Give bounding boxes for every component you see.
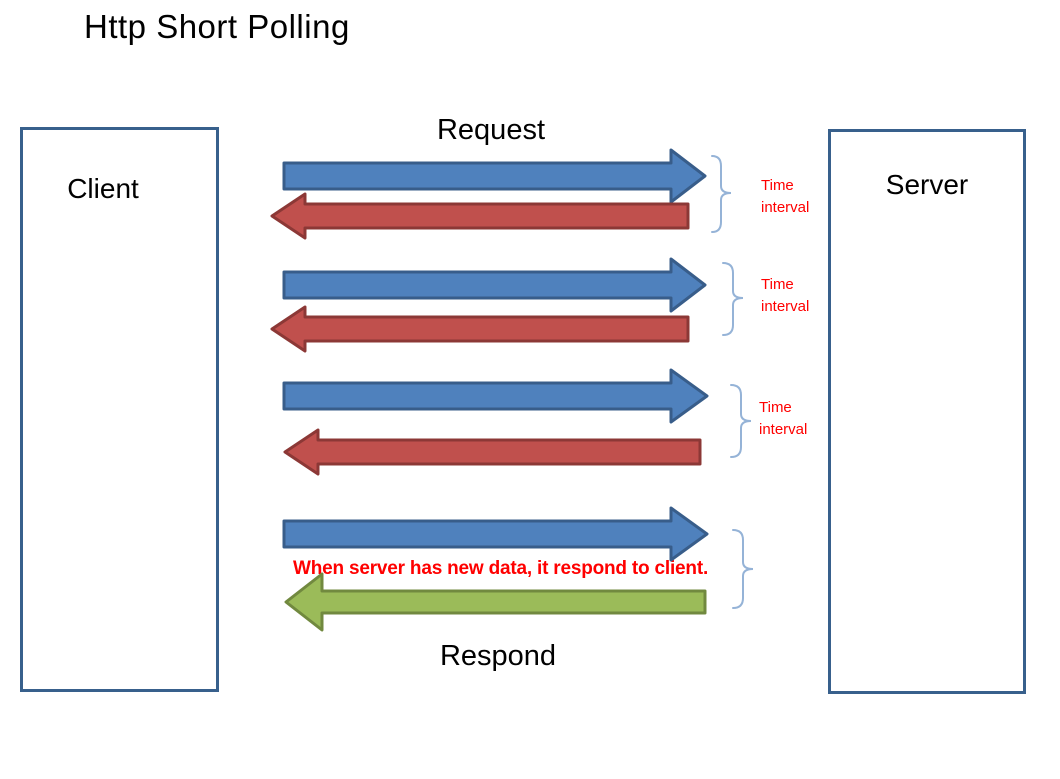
request-arrow-3: [282, 368, 709, 424]
time-interval-label-2: Time interval: [761, 276, 810, 315]
response-arrow-3: [283, 428, 702, 476]
final-response-arrow: [284, 572, 707, 632]
server-box: Server: [828, 129, 1026, 694]
response-arrow-2: [270, 305, 690, 353]
request-label: Request: [436, 114, 545, 146]
client-label: Client: [67, 173, 139, 204]
time-bracket-4: [732, 529, 754, 609]
client-box: Client: [20, 127, 219, 692]
server-label: Server: [885, 169, 969, 200]
time-bracket-3: [730, 384, 752, 458]
new-data-note: When server has new data, it respond to …: [293, 558, 709, 579]
time-bracket-2: [722, 262, 744, 336]
page-title: Http Short Polling: [84, 8, 350, 45]
request-arrow-4: [282, 506, 709, 562]
time-interval-label-3: Time interval: [759, 399, 808, 438]
response-arrow-1: [270, 192, 690, 240]
time-interval-label-1: Time interval: [761, 177, 810, 216]
request-arrow-2: [282, 257, 707, 313]
respond-label: Respond: [439, 640, 557, 672]
time-bracket-1: [711, 155, 732, 233]
request-arrow-1: [282, 148, 707, 204]
